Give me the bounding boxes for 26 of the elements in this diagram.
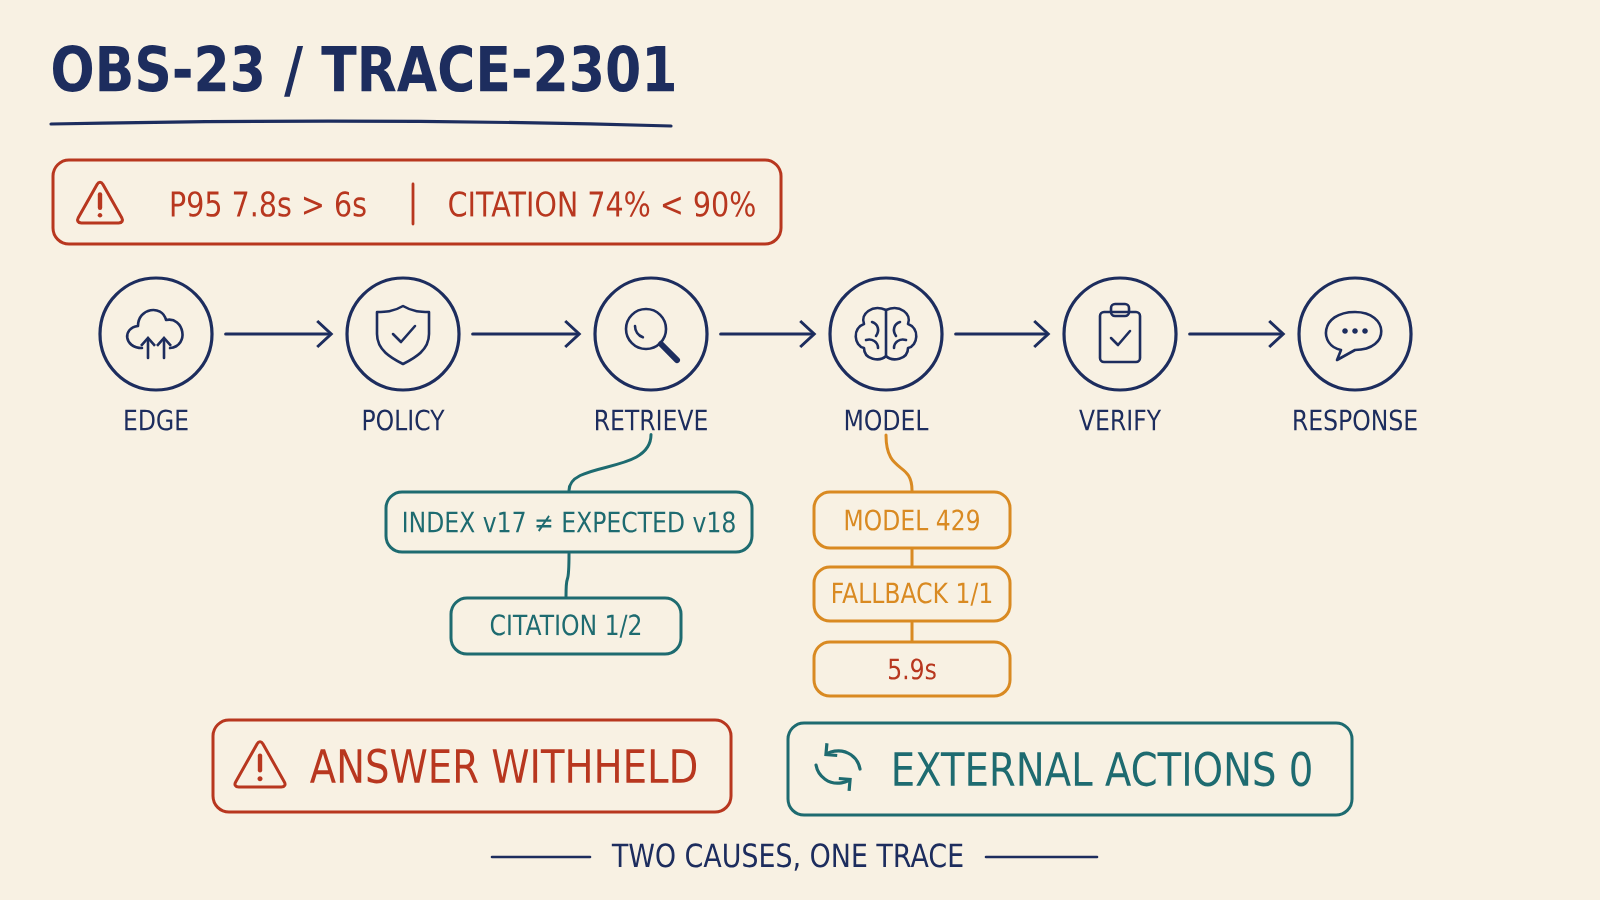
connector	[954, 319, 1051, 349]
connector	[567, 433, 653, 492]
status-box: EXTERNAL ACTIONS 0	[786, 721, 1354, 817]
connector	[884, 433, 914, 492]
issue-box: CITATION 1/2	[449, 596, 683, 656]
connector	[910, 548, 914, 567]
connector	[471, 319, 582, 349]
step-label: POLICY	[363, 409, 445, 431]
caption: TWO CAUSES, ONE TRACE	[611, 843, 963, 871]
connector	[224, 319, 334, 349]
step-label: RESPONSE	[1294, 409, 1417, 431]
connector	[910, 621, 914, 642]
step-label: MODEL	[845, 409, 929, 431]
connector	[719, 319, 817, 349]
alert-banner: P95 7.8s > 6s CITATION 74% < 90%	[51, 158, 783, 246]
issue-box: INDEX v17 ≠ EXPECTED v18	[384, 490, 754, 554]
connector	[1188, 319, 1286, 349]
status-box: ANSWER WITHHELD	[211, 718, 733, 814]
step-label: VERIFY	[1079, 409, 1162, 431]
step-label: EDGE	[125, 409, 188, 431]
issue-box: MODEL 429	[812, 490, 1012, 550]
issue-box: 5.9s	[812, 640, 1012, 698]
title: OBS-23 / TRACE-2301	[53, 45, 674, 97]
connector	[564, 552, 571, 598]
step-label: RETRIEVE	[596, 409, 707, 431]
issue-box: FALLBACK 1/1	[812, 565, 1012, 623]
